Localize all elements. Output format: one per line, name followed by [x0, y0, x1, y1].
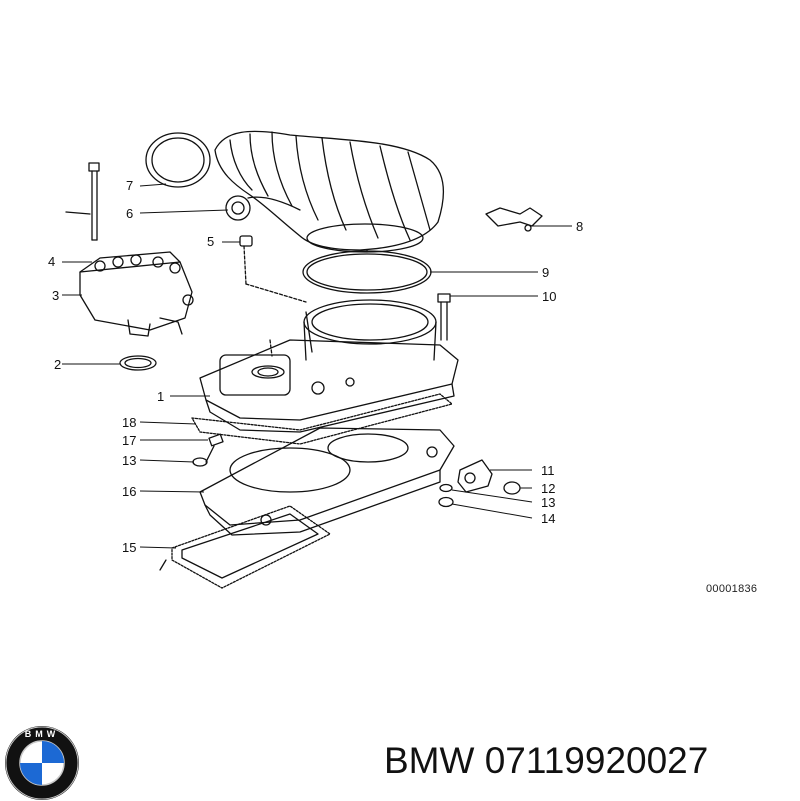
callout-3: 3	[52, 288, 59, 303]
callout-11: 11	[541, 463, 555, 478]
part-intake-bellows	[214, 130, 445, 253]
callout-17: 17	[122, 433, 136, 448]
part-sensor	[457, 459, 493, 493]
part-cap-housing	[79, 251, 194, 337]
callout-2: 2	[54, 357, 61, 372]
part-housing	[199, 299, 459, 433]
callout-13-left: 13	[122, 453, 136, 468]
callout-16: 16	[122, 484, 136, 499]
part-o-ring	[119, 355, 157, 371]
part-bolt	[437, 293, 451, 341]
part-ring-seal	[302, 250, 432, 294]
part-long-bolt	[88, 162, 100, 241]
part-gasket-upper	[191, 393, 453, 445]
callout-18: 18	[122, 415, 136, 430]
part-bracket	[485, 207, 543, 232]
svg-text:BMW: BMW	[25, 729, 60, 739]
part-number: 07119920027	[484, 740, 709, 781]
callout-5: 5	[207, 234, 214, 249]
callout-15: 15	[122, 540, 136, 555]
callout-9: 9	[542, 265, 549, 280]
diagram-reference-code: 00001836	[706, 583, 758, 595]
bmw-logo: BMW	[5, 726, 79, 800]
callout-14: 14	[541, 511, 555, 526]
callout-8: 8	[576, 219, 583, 234]
part-base-plate	[199, 427, 455, 536]
brand-label: BMW	[384, 740, 475, 781]
callout-10: 10	[542, 289, 556, 304]
part-small-cap	[239, 235, 253, 247]
part-hose-clamp	[145, 132, 211, 188]
part-nut	[503, 481, 521, 495]
callout-1: 1	[157, 389, 164, 404]
part-screw	[205, 433, 224, 463]
part-gasket-lower	[171, 505, 331, 589]
parts-exploded-diagram: 7 6 4 5 3 2 1 18 17 13 16 15 8 9 10 11 1…	[48, 130, 583, 589]
callout-4: 4	[48, 254, 55, 269]
callout-7: 7	[126, 178, 133, 193]
callout-6: 6	[126, 206, 133, 221]
callout-13-right: 13	[541, 495, 555, 510]
part-caption: BMW 07119920027	[384, 740, 708, 782]
leader-lines	[62, 183, 572, 549]
callout-12: 12	[541, 481, 555, 496]
